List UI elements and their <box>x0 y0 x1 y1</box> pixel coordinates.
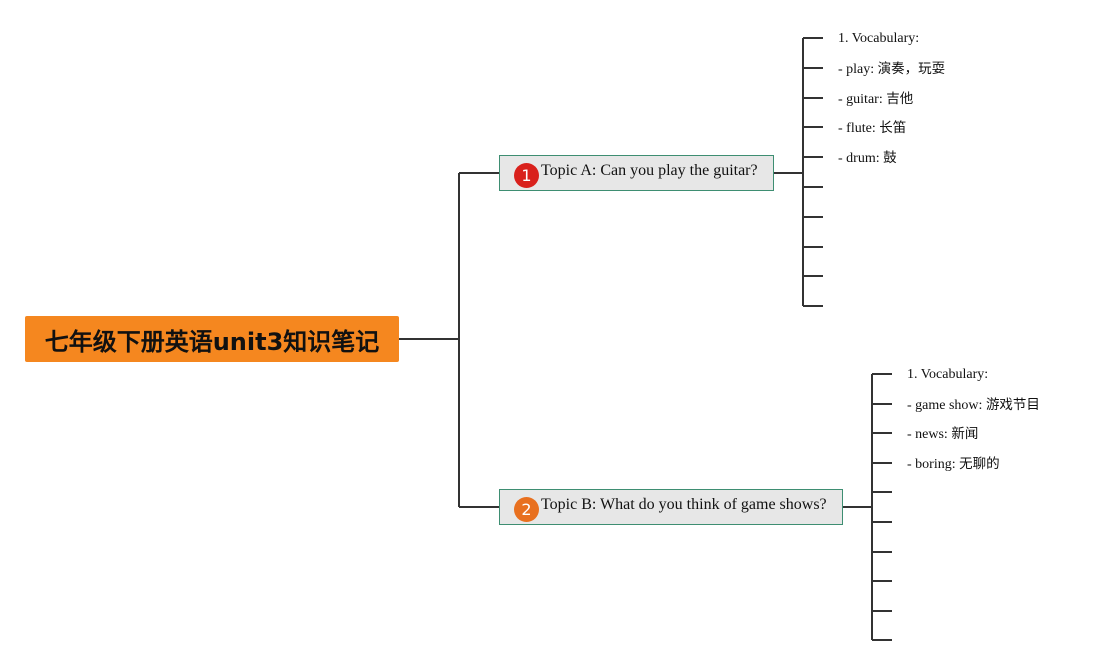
topic-b-note[interactable]: 1. Vocabulary: <box>907 367 989 382</box>
topic-a-node[interactable]: 1 Topic A: Can you play the guitar? <box>499 155 774 191</box>
topic-b-label: Topic B: What do you think of game shows… <box>541 496 827 513</box>
priority-2-badge-icon: 2 <box>514 496 539 522</box>
topic-a-note[interactable]: - drum: 鼓 <box>838 150 897 166</box>
priority-1-badge-icon: 1 <box>514 162 539 188</box>
topic-b-note[interactable]: - game show: 游戏节目 <box>907 397 1040 413</box>
topic-a-note[interactable]: - guitar: 吉他 <box>838 91 914 107</box>
topic-b-note[interactable]: - boring: 无聊的 <box>907 456 1000 472</box>
topic-a-note[interactable]: - flute: 长笛 <box>838 120 907 136</box>
topic-a-note[interactable]: 1. Vocabulary: <box>838 31 920 46</box>
topic-b-node[interactable]: 2 Topic B: What do you think of game sho… <box>499 489 843 525</box>
central-topic[interactable]: 七年级下册英语unit3知识笔记 <box>25 316 399 362</box>
topic-a-note[interactable]: - play: 演奏，玩耍 <box>838 61 946 77</box>
topic-b-note[interactable]: - news: 新闻 <box>907 426 979 442</box>
topic-a-label: Topic A: Can you play the guitar? <box>541 162 758 179</box>
central-topic-label: 七年级下册英语unit3知识笔记 <box>44 327 380 356</box>
